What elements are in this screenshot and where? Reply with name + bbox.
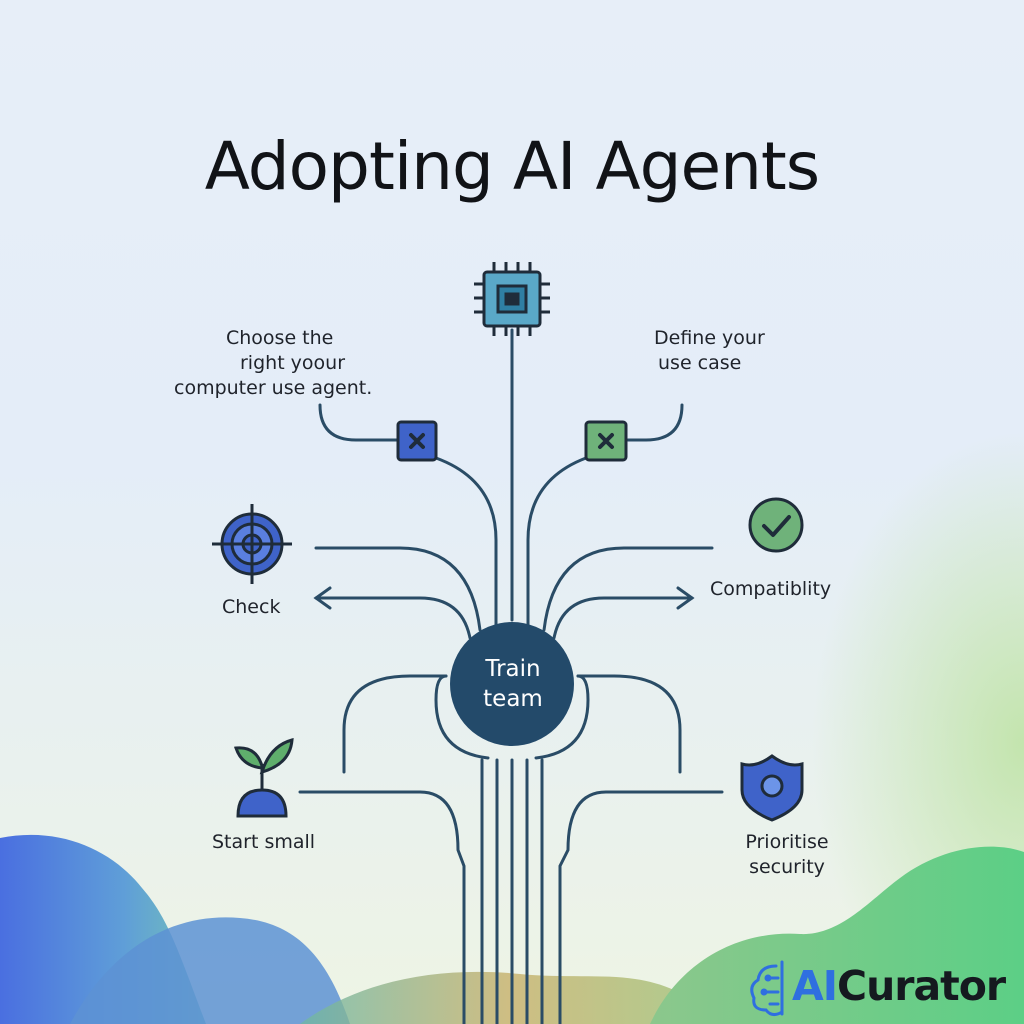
connector-lines bbox=[298, 328, 724, 1024]
line-arc-right bbox=[576, 674, 682, 774]
line-compat-arrow bbox=[552, 596, 694, 640]
line-mid-right bbox=[542, 546, 714, 632]
cpu-chip-icon bbox=[474, 262, 550, 336]
hill-right bbox=[650, 846, 1024, 1024]
arrow-head-left bbox=[313, 586, 332, 610]
label-prioritise-security: Prioritise security bbox=[745, 831, 829, 878]
center-label: Train team bbox=[483, 656, 543, 712]
line-upper-left-to-center bbox=[434, 456, 498, 627]
line-arc-left bbox=[342, 674, 448, 774]
line-upper-right bbox=[626, 403, 684, 442]
shield-icon bbox=[740, 754, 804, 822]
label-choose-agent: Choose the right yoour computer use agen… bbox=[174, 327, 373, 399]
line-check-arrow bbox=[314, 596, 472, 640]
page-title: Adopting AI Agents bbox=[204, 128, 820, 205]
line-upper-right-to-center bbox=[526, 456, 588, 627]
hill-middle bbox=[70, 917, 350, 1024]
line-ring-left bbox=[434, 674, 490, 760]
line-mid-left bbox=[314, 546, 482, 632]
label-compatibility: Compatiblity bbox=[710, 578, 832, 600]
hill-bottom bbox=[300, 971, 720, 1024]
label-start-small: Start small bbox=[212, 831, 316, 853]
target-icon bbox=[212, 504, 292, 584]
label-check: Check bbox=[222, 596, 281, 618]
line-bottom-right bbox=[558, 790, 724, 1024]
checkmark-circle-icon bbox=[748, 497, 804, 553]
brand-logo: AICurator bbox=[752, 958, 1006, 1014]
brand-wordmark: AICurator bbox=[792, 962, 1006, 1010]
line-ring-right bbox=[534, 674, 590, 760]
x-node-icon bbox=[396, 420, 438, 462]
brain-circuit-icon bbox=[750, 960, 784, 1017]
label-define-use-case: Define your use case bbox=[654, 327, 765, 374]
arrow-head-right bbox=[676, 586, 695, 610]
center-circle bbox=[450, 622, 574, 746]
line-upper-left bbox=[318, 403, 400, 442]
x-node-icon bbox=[584, 420, 628, 462]
line-bottom-left bbox=[298, 790, 466, 1024]
sprout-icon bbox=[233, 737, 294, 818]
